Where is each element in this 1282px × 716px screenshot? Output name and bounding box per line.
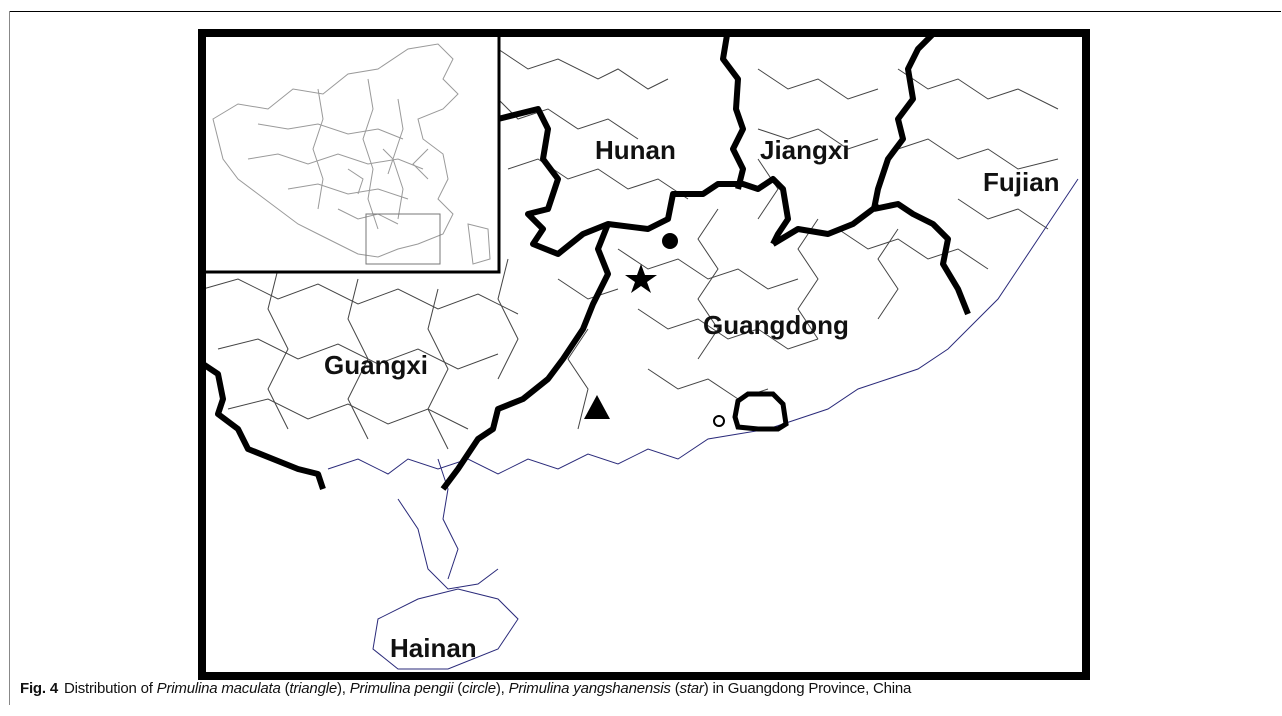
figure-caption: Fig. 4 Distribution of Primulina maculata… <box>20 680 911 697</box>
label-guangdong: Guangdong <box>703 310 849 340</box>
caption-text: Distribution of <box>63 680 157 697</box>
label-fujian: Fujian <box>983 167 1060 197</box>
marker-circle <box>662 233 678 249</box>
coastline <box>327 178 1079 670</box>
marker-triangle <box>584 395 610 419</box>
caption-text: ( <box>670 680 680 697</box>
distribution-map: Hunan Jiangxi Fujian Guangdong Guangxi H… <box>198 29 1090 680</box>
caption-text: ( <box>453 680 463 697</box>
figure-label: Fig. 4 <box>20 680 58 697</box>
label-jiangxi: Jiangxi <box>760 135 850 165</box>
county-boundaries <box>202 48 1059 450</box>
species-markers <box>584 233 678 419</box>
caption-text: ( <box>280 680 290 697</box>
label-guangxi: Guangxi <box>324 350 428 380</box>
page-left-rule <box>9 11 10 705</box>
page-top-rule <box>9 11 1281 12</box>
marker-key: star <box>679 680 704 697</box>
china-inset-map <box>201 32 501 274</box>
marker-star <box>625 264 657 293</box>
marker-key: circle <box>462 680 496 697</box>
label-hunan: Hunan <box>595 135 676 165</box>
province-borders <box>201 29 971 491</box>
caption-text: ), <box>337 680 350 697</box>
caption-text: ) in Guangdong Province, China <box>703 680 912 697</box>
map-outer-frame <box>198 29 1090 680</box>
marker-key: triangle <box>289 680 337 697</box>
species-name: Primulina pengii <box>349 680 454 697</box>
label-hainan: Hainan <box>390 633 477 663</box>
species-name: Primulina maculata <box>156 680 281 697</box>
species-name: Primulina yangshanensis <box>508 680 671 697</box>
caption-text: ), <box>495 680 509 697</box>
hong-kong-outline <box>713 391 789 432</box>
